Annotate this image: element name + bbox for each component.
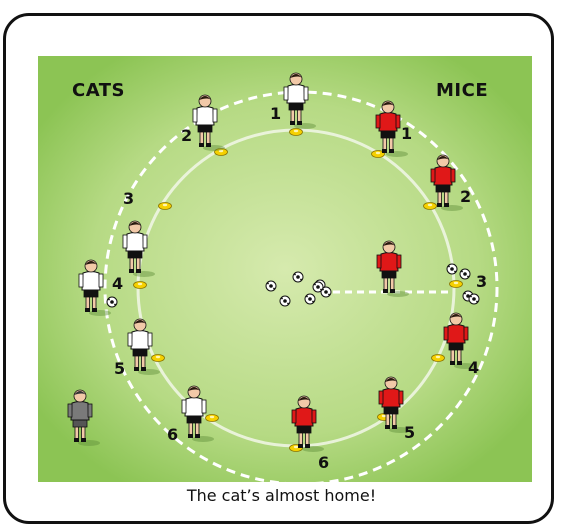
coach-figure [67, 389, 100, 446]
mouse-number-3: 3 [476, 272, 487, 291]
cat-player-2 [192, 94, 225, 151]
mice-label: MICE [436, 80, 489, 101]
mouse-number-1: 1 [401, 124, 412, 143]
cat-number-5: 5 [114, 359, 125, 378]
cat-number-4: 4 [112, 274, 123, 293]
football [292, 271, 304, 283]
mouse-number-5: 5 [404, 423, 415, 442]
cat-player-4 [78, 259, 111, 316]
football [459, 268, 471, 280]
cone-marker [423, 202, 437, 210]
diagram-frame: 1 2 3 4 5 6 1 2 3 4 5 6 CATS MICE The ca… [3, 13, 554, 524]
football [265, 280, 277, 292]
caption: The cat’s almost home! [186, 486, 377, 505]
mouse-number-4: 4 [468, 358, 479, 377]
football [320, 286, 332, 298]
cat-number-1: 1 [270, 104, 281, 123]
cone-marker [133, 281, 147, 289]
cone-marker [371, 150, 385, 158]
player-numbers: 1 2 3 4 5 6 1 2 3 4 5 6 [112, 104, 487, 472]
mouse-player-running [376, 240, 409, 297]
mouse-player-5 [378, 376, 411, 433]
cone-marker [151, 354, 165, 362]
mouse-number-6: 6 [318, 453, 329, 472]
cats-label: CATS [72, 80, 125, 101]
cone-marker [214, 148, 228, 156]
cone-marker [431, 354, 445, 362]
cat-player-6 [181, 385, 214, 442]
cone-marker [158, 202, 172, 210]
football [304, 293, 316, 305]
cones [133, 128, 463, 452]
cone-marker [205, 414, 219, 422]
cone-marker [289, 128, 303, 136]
football [468, 293, 480, 305]
balls [106, 263, 480, 308]
mouse-player-2 [430, 154, 463, 211]
football [279, 295, 291, 307]
players [67, 72, 476, 452]
grass [38, 56, 532, 482]
cat-player-1 [283, 72, 316, 129]
cat-number-3: 3 [123, 189, 134, 208]
mouse-player-1 [375, 100, 408, 157]
mouse-player-6 [291, 395, 324, 452]
mouse-player-4 [443, 312, 476, 369]
cat-player-5 [127, 318, 160, 375]
football [106, 296, 118, 308]
cat-number-6: 6 [167, 425, 178, 444]
football [312, 281, 324, 293]
pitch: 1 2 3 4 5 6 1 2 3 4 5 6 [38, 56, 532, 482]
cat-number-2: 2 [181, 126, 192, 145]
mouse-number-2: 2 [460, 187, 471, 206]
cone-marker [449, 280, 463, 288]
cat-player-3 [122, 220, 155, 277]
football [446, 263, 458, 275]
